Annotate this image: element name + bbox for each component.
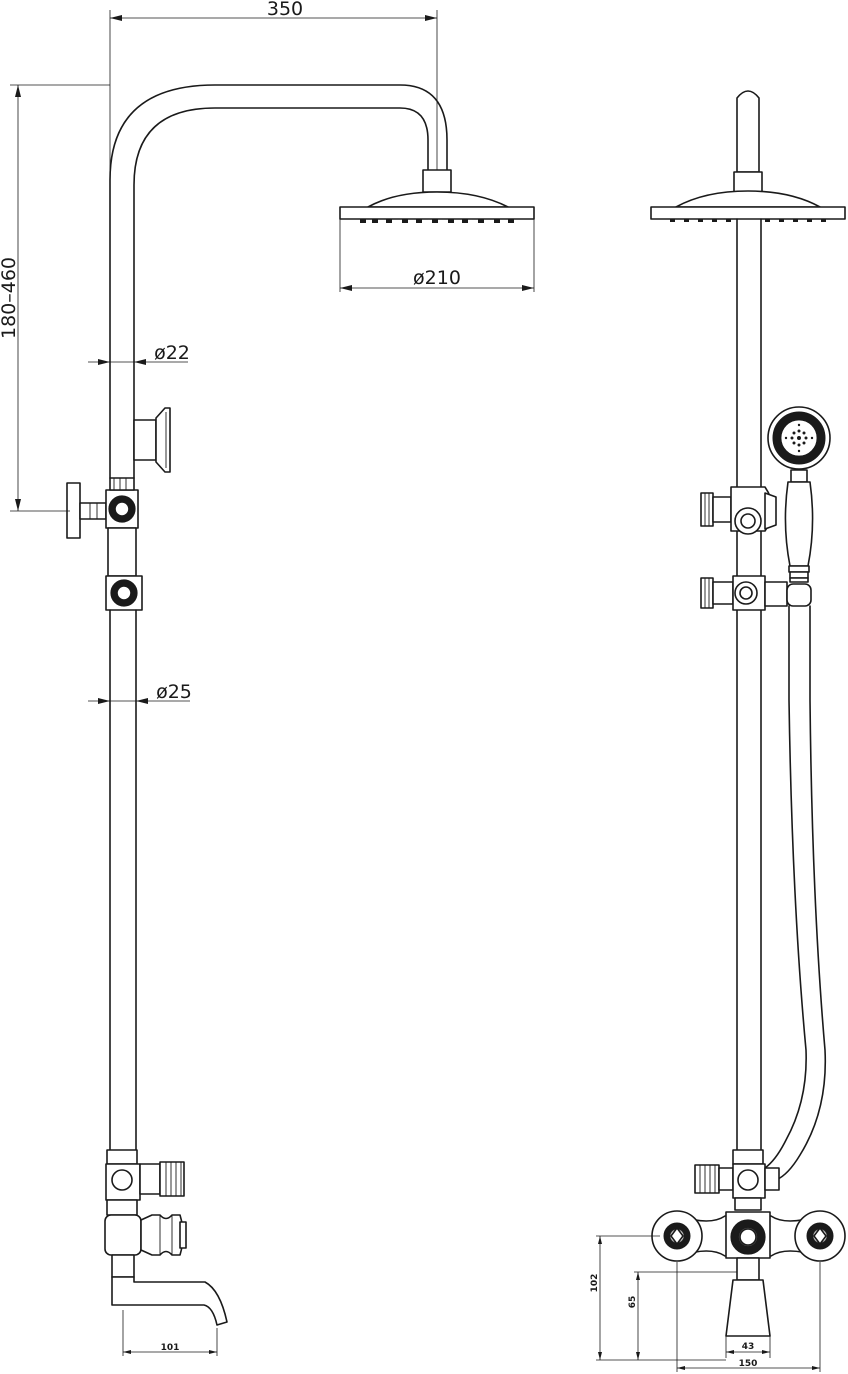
dimension-head-diameter: ø210 [339,219,535,292]
dim-height-label: 180–460 [0,257,20,339]
dim-43-label: 43 [742,1342,755,1352]
side-diverter-knurl [165,1162,182,1196]
dimension-height-range: 180–460 [0,84,110,512]
dim-65-label: 65 [628,1296,638,1309]
mixer-handle-left [651,1210,703,1262]
side-riser-pipe [109,609,137,1151]
side-tub-spout [111,1254,228,1326]
dim-350-label: 350 [267,0,303,20]
side-shower-arm [109,84,448,479]
front-diverter [694,1149,780,1211]
shower-hose [764,605,827,1181]
side-head-nozzles [360,219,514,223]
front-shower-arm [733,90,763,193]
side-view: 350 180–460 ø210 ø22 [0,0,535,1356]
front-pipe-coupling [700,575,812,611]
dim-25-label: ø25 [156,681,192,703]
front-riser-pipe [736,218,762,1151]
dim-101-label: 101 [161,1343,180,1353]
side-wall-bracket [66,477,139,539]
dimension-lower-pipe: ø25 [88,681,192,704]
dim-102-label: 102 [590,1274,600,1293]
mixer-handle-right [794,1210,846,1262]
mixer-center-knob [730,1219,766,1255]
side-diverter [105,1149,185,1216]
dimension-spout-width: 43 [725,1336,771,1358]
front-diverter-knurl [699,1165,716,1193]
side-mixer-body [104,1214,187,1256]
dim-22-label: ø22 [154,342,190,364]
dim-150-label: 150 [739,1359,758,1369]
front-tub-spout [725,1257,771,1337]
dimension-mixer-height: 102 [590,1235,726,1361]
dimension-spout-height: 65 [628,1271,737,1360]
front-rain-shower-head [650,190,846,222]
front-wall-bracket [700,486,777,535]
hand-shower-head [767,406,831,470]
side-rain-shower-head [339,169,535,223]
dimension-spout-reach: 101 [122,1310,218,1356]
hand-shower-holes [784,423,814,453]
side-hand-shower-bracket [133,407,171,473]
dimension-mixer-spacing: 150 [676,1262,821,1372]
dimension-arm-reach: 350 [109,0,438,180]
dimension-upper-pipe: ø22 [88,342,190,365]
front-view: 102 65 43 150 [590,90,846,1372]
side-pipe-coupling [105,527,143,611]
dim-head-label: ø210 [413,267,461,289]
front-head-nozzles [670,219,826,222]
hand-shower-handle [784,469,814,583]
